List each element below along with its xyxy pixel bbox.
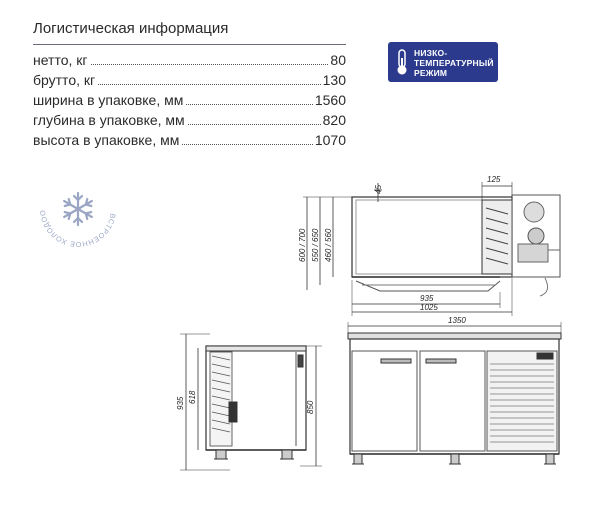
dim-label: 1350 bbox=[448, 316, 466, 325]
dim-label: 850 bbox=[306, 400, 315, 414]
page-title: Логистическая информация bbox=[33, 20, 229, 37]
dot-leader bbox=[186, 104, 313, 105]
spec-value: 80 bbox=[330, 52, 346, 68]
spec-value: 130 bbox=[322, 72, 346, 88]
front-view bbox=[347, 322, 562, 465]
dim-label: 935 bbox=[420, 294, 434, 303]
spec-list: нетто, кг 80 брутто, кг 130 ширина в упа… bbox=[33, 52, 346, 152]
dim-label: 45 bbox=[374, 185, 383, 194]
dim-label: 1025 bbox=[420, 303, 438, 312]
spec-label: ширина в упаковке, мм bbox=[33, 92, 184, 108]
dot-leader bbox=[90, 64, 329, 65]
dot-leader bbox=[98, 84, 321, 85]
dim-label: 618 bbox=[188, 390, 197, 404]
snowflake-icon bbox=[63, 191, 93, 227]
spec-row-package-height: высота в упаковке, мм 1070 bbox=[33, 132, 346, 152]
dim-label: 125 bbox=[487, 175, 501, 184]
built-in-cooling-seal: ВСТРОЕННОЕ ХОЛОДООБЕСПЕЧЕНИЕ bbox=[34, 165, 117, 249]
spec-label: брутто, кг bbox=[33, 72, 96, 88]
title-divider bbox=[33, 44, 346, 45]
dot-leader bbox=[187, 124, 321, 125]
spec-value: 1560 bbox=[314, 92, 346, 108]
spec-row-package-depth: глубина в упаковке, мм 820 bbox=[33, 112, 346, 132]
spec-row-package-width: ширина в упаковке, мм 1560 bbox=[33, 92, 346, 112]
spec-value: 1070 bbox=[314, 132, 346, 148]
badge-line: РЕЖИМ bbox=[414, 68, 448, 78]
plan-view bbox=[303, 182, 561, 316]
spec-label: глубина в упаковке, мм bbox=[33, 112, 185, 128]
badge-line: ТЕМПЕРАТУРНЫЙ bbox=[414, 58, 494, 68]
dim-label: 460 / 560 bbox=[324, 228, 333, 262]
spec-row-gross-weight: брутто, кг 130 bbox=[33, 72, 346, 92]
side-view bbox=[180, 333, 322, 471]
badge-line: НИЗКО- bbox=[414, 48, 448, 58]
dim-label: 600 / 700 bbox=[298, 228, 307, 262]
spec-label: высота в упаковке, мм bbox=[33, 132, 180, 148]
dim-label: 550 / 650 bbox=[311, 228, 320, 262]
vent-grille bbox=[490, 363, 554, 443]
badge-text: НИЗКО- ТЕМПЕРАТУРНЫЙ РЕЖИМ bbox=[414, 48, 498, 78]
dim-label: 935 bbox=[176, 396, 185, 410]
thermometer-icon bbox=[397, 49, 407, 75]
low-temperature-badge: НИЗКО- ТЕМПЕРАТУРНЫЙ РЕЖИМ bbox=[388, 42, 498, 82]
spec-value: 820 bbox=[322, 112, 346, 128]
dot-leader bbox=[182, 144, 313, 145]
spec-row-net-weight: нетто, кг 80 bbox=[33, 52, 346, 72]
spec-label: нетто, кг bbox=[33, 52, 88, 68]
